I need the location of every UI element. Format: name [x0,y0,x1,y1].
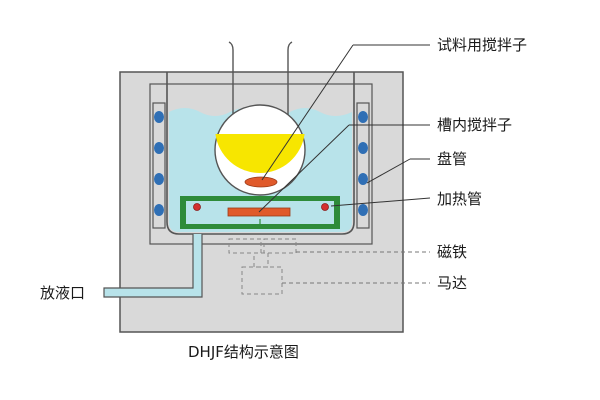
label-coil: 盘管 [437,150,468,168]
coil-dot [358,142,368,154]
heater-dot-left [193,203,201,211]
coil-dot [358,111,368,123]
label-heating-tube: 加热管 [437,190,483,208]
label-magnet: 磁铁 [437,243,468,261]
coil-dot [154,204,164,216]
tank-vessel [166,72,355,235]
coil-dot [358,204,368,216]
label-stirrer: 试料用搅拌子 [437,36,528,54]
leader-heating-tube [330,197,431,207]
motor-shaft [253,252,269,268]
magnet-left [228,238,262,254]
diagram-caption: DHJF结构示意图 [188,343,299,361]
leader-stirrer [261,44,354,181]
magnet-right [263,238,297,254]
heater-dot-right [321,203,329,211]
leader-tank-stirrer [258,124,350,213]
label-motor: 马达 [437,274,468,292]
flask-top-right [287,41,293,51]
motor-body [241,266,283,295]
label-tank-stirrer: 槽内搅拌子 [437,116,513,134]
label-drain: 放液口 [40,284,86,302]
coil-right [356,102,370,229]
coil-dot [154,173,164,185]
sample-fluid [215,134,305,174]
coil-left [152,102,166,229]
coil-dot [154,142,164,154]
flask-top-left [228,41,234,51]
coil-dot [358,173,368,185]
coil-dot [154,111,164,123]
coil-dots [154,111,368,216]
drain-pipe [103,234,203,298]
sample-stir-bar [244,176,278,188]
leader-coil [366,158,411,184]
